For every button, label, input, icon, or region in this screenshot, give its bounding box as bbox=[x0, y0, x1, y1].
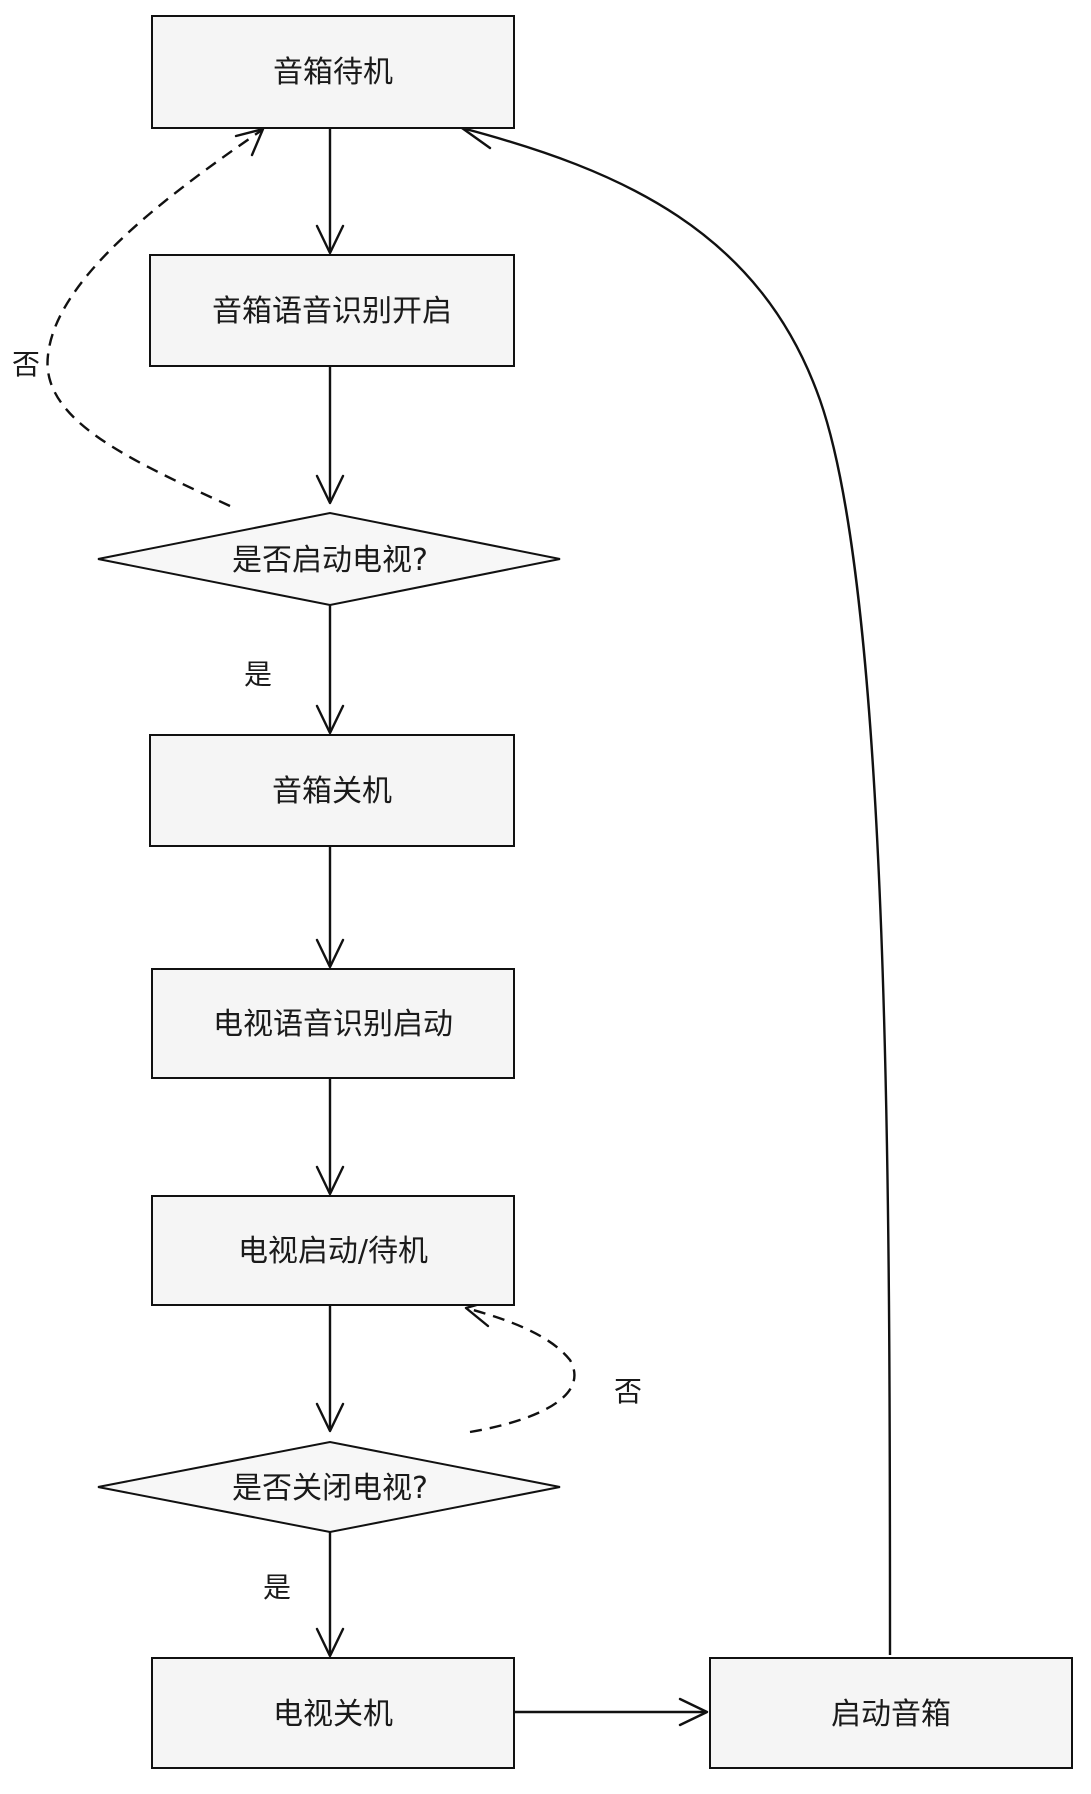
node-tv-start-standby-label: 电视启动/待机 bbox=[238, 1234, 428, 1269]
node-speaker-off-label: 音箱关机 bbox=[272, 774, 392, 809]
node-speaker-standby-label: 音箱待机 bbox=[273, 55, 393, 90]
edge-standby-to-voice-on bbox=[315, 128, 345, 255]
node-tv-voice-start-label: 电视语音识别启动 bbox=[213, 1007, 453, 1042]
node-tv-off-label: 电视关机 bbox=[273, 1697, 393, 1732]
edge-start-speaker-to-standby bbox=[460, 120, 892, 1656]
edge-label-no-1: 否 bbox=[12, 348, 40, 381]
node-close-tv-decision: 是否关闭电视? bbox=[97, 1440, 561, 1534]
node-tv-start-standby: 电视启动/待机 bbox=[151, 1195, 515, 1306]
node-tv-voice-start: 电视语音识别启动 bbox=[151, 968, 515, 1079]
edge-speaker-off-to-tv-voice bbox=[315, 846, 345, 969]
node-speaker-voice-on: 音箱语音识别开启 bbox=[149, 254, 515, 367]
node-start-tv-decision: 是否启动电视? bbox=[97, 511, 561, 607]
node-close-tv-decision-label: 是否关闭电视? bbox=[232, 1471, 428, 1506]
node-start-tv-decision-label: 是否启动电视? bbox=[232, 543, 428, 578]
edge-tv-voice-to-tv-start bbox=[315, 1078, 345, 1196]
edge-tv-off-to-start-speaker bbox=[514, 1697, 709, 1727]
edge-tv-start-to-close-decision bbox=[315, 1305, 345, 1433]
node-speaker-voice-on-label: 音箱语音识别开启 bbox=[212, 294, 452, 329]
node-start-speaker-label: 启动音箱 bbox=[831, 1697, 951, 1732]
edge-label-no-2: 否 bbox=[614, 1375, 642, 1408]
node-speaker-off: 音箱关机 bbox=[149, 734, 515, 847]
edge-close-decision-no-to-tv-start bbox=[464, 1298, 576, 1434]
edge-decision-yes-to-speaker-off bbox=[315, 605, 345, 735]
node-tv-off: 电视关机 bbox=[151, 1657, 515, 1769]
edge-voice-on-to-decision bbox=[315, 366, 345, 505]
edge-close-decision-yes-to-tv-off bbox=[315, 1532, 345, 1658]
node-start-speaker: 启动音箱 bbox=[709, 1657, 1073, 1769]
edge-label-yes-1: 是 bbox=[244, 658, 272, 691]
edge-label-yes-2: 是 bbox=[263, 1571, 291, 1604]
node-speaker-standby: 音箱待机 bbox=[151, 15, 515, 129]
